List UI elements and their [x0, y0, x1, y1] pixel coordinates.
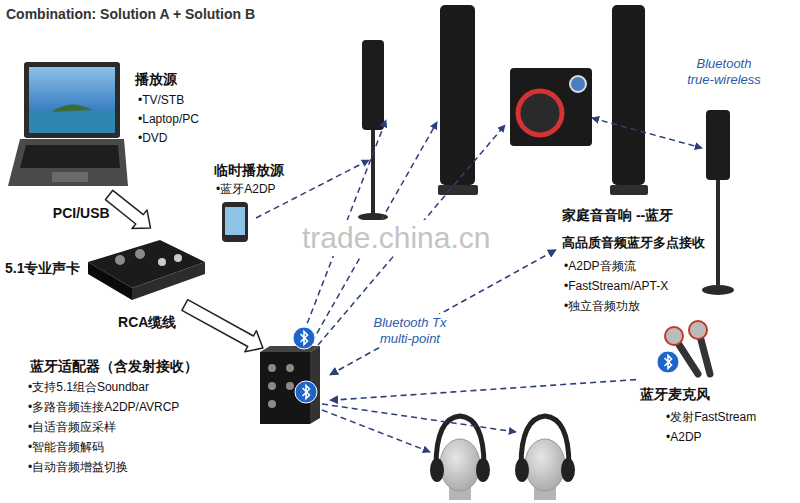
- head-shape: [525, 439, 565, 491]
- device-group: 家庭音音响 --蓝牙高品质音频蓝牙多点接收 •A2DP音频流 •FastStream…: [556, 205, 794, 320]
- phone-screen: [225, 207, 245, 235]
- card-knob: [115, 255, 125, 265]
- hollow-arrow: [105, 190, 150, 228]
- node-text: •智能音频解码: [28, 440, 104, 454]
- adapter-figure: [260, 346, 320, 424]
- node-text: •FastStream/APT-X: [564, 279, 668, 293]
- laptop-figure: [8, 62, 128, 186]
- screen-sea: [29, 107, 115, 133]
- screen-island: [52, 104, 92, 112]
- adapter-jack: [268, 364, 276, 372]
- node-text: •支持5.1组合Soundbar: [28, 380, 149, 394]
- speaker-stand: [371, 130, 375, 215]
- wireless-link: [322, 410, 430, 452]
- node-text: •自动音频增益切换: [28, 460, 128, 474]
- hollow-arrow: [182, 300, 263, 352]
- mic-handle: [700, 336, 710, 374]
- head-shape: [440, 439, 480, 491]
- node-text: •独立音频功放: [564, 299, 640, 313]
- ear-cup: [561, 458, 575, 482]
- device-group: 临时播放源 •蓝牙A2DP: [214, 158, 306, 245]
- device-group: 播放源 •TV/STB •Laptop/PC •DVD: [2, 55, 212, 195]
- device-group: 5.1专业声卡: [3, 228, 205, 305]
- speaker-body: [706, 110, 730, 180]
- node-text: •TV/STB: [138, 93, 184, 107]
- card-knob: [135, 249, 145, 259]
- adapter-jack: [286, 364, 294, 372]
- node-text: •Laptop/PC: [138, 112, 199, 126]
- subwoofer-body: [510, 68, 592, 146]
- node-text: •A2DP: [666, 430, 702, 444]
- edge-label: Bluetooth Tx multi-point: [360, 314, 460, 347]
- bluetooth-icon: [657, 351, 679, 373]
- mic-handle: [676, 340, 698, 374]
- adapter-jack: [268, 382, 276, 390]
- phone-body: [222, 202, 248, 242]
- wireless-link: [322, 404, 516, 432]
- wireless-connector: [330, 250, 556, 375]
- node-text: •发射FastStream: [666, 410, 756, 424]
- bluetooth-icon: [295, 381, 317, 403]
- watermark: trade.china.cn: [298, 220, 494, 256]
- headband: [521, 416, 569, 466]
- card-knob: [174, 254, 182, 262]
- diagram-title: Combination: Solution A + Solution B: [6, 6, 255, 23]
- card-side: [132, 262, 205, 300]
- laptop-screen: [29, 67, 115, 133]
- node-text: •多路音频连接A2DP/AVRCP: [28, 400, 179, 414]
- node-text: •DVD: [138, 131, 168, 145]
- mic-head: [665, 327, 683, 345]
- subwoofer-knob: [570, 76, 586, 92]
- node-text: •自适音频应采样: [28, 420, 116, 434]
- node-heading: 5.1专业声卡: [5, 260, 80, 277]
- laptop-lid: [24, 62, 120, 138]
- ear-cup: [476, 458, 490, 482]
- node-heading: 临时播放源: [214, 162, 284, 179]
- speaker-base: [610, 185, 648, 195]
- speaker-base: [438, 185, 478, 195]
- card-front: [88, 262, 132, 300]
- node-heading: 蓝牙适配器（含发射接收）: [30, 358, 198, 375]
- node-heading: 播放源: [135, 71, 177, 88]
- device-group: 蓝牙麦克风 •发射FastStream •A2DP: [636, 322, 790, 450]
- edge-label: PCI/USB: [53, 205, 110, 222]
- laptop-base: [8, 139, 128, 186]
- sound-card-figure: [88, 240, 205, 300]
- bluetooth-icon: [293, 327, 315, 349]
- wireless-links: [256, 118, 702, 452]
- adapter-jack: [286, 382, 294, 390]
- mic-head: [689, 321, 707, 339]
- speaker-body: [440, 5, 475, 185]
- wireless-connector: [330, 380, 636, 401]
- wireless-link: [592, 118, 702, 148]
- laptop-touchpad: [52, 172, 88, 182]
- subwoofer-ring: [518, 91, 562, 135]
- node-text: •蓝牙A2DP: [216, 182, 276, 196]
- wireless-note: Bluetooth true-wireless: [682, 56, 766, 87]
- speaker-body: [362, 40, 384, 130]
- speaker-body: [612, 5, 645, 185]
- speaker-base: [702, 285, 734, 295]
- edge-label: RCA缆线: [118, 314, 176, 331]
- headband: [436, 416, 484, 466]
- node-heading: 蓝牙麦克风: [640, 386, 710, 403]
- speaker-stand: [716, 180, 720, 285]
- ear-cup: [515, 458, 529, 482]
- node-text: •A2DP音频流: [564, 259, 636, 273]
- card-knob: [158, 258, 166, 266]
- node-heading: 家庭音音响 --蓝牙: [562, 207, 673, 224]
- adapter-jack: [268, 400, 276, 408]
- headphone-figure: [430, 416, 575, 500]
- phone-figure: [222, 202, 248, 242]
- device-group: 蓝牙适配器（含发射接收） •支持5.1组合Soundbar •多路音频连接A2DP/…: [25, 348, 330, 482]
- laptop-keyboard: [20, 145, 120, 168]
- ear-cup: [430, 458, 444, 482]
- node-text: 高品质音频蓝牙多点接收: [562, 235, 705, 251]
